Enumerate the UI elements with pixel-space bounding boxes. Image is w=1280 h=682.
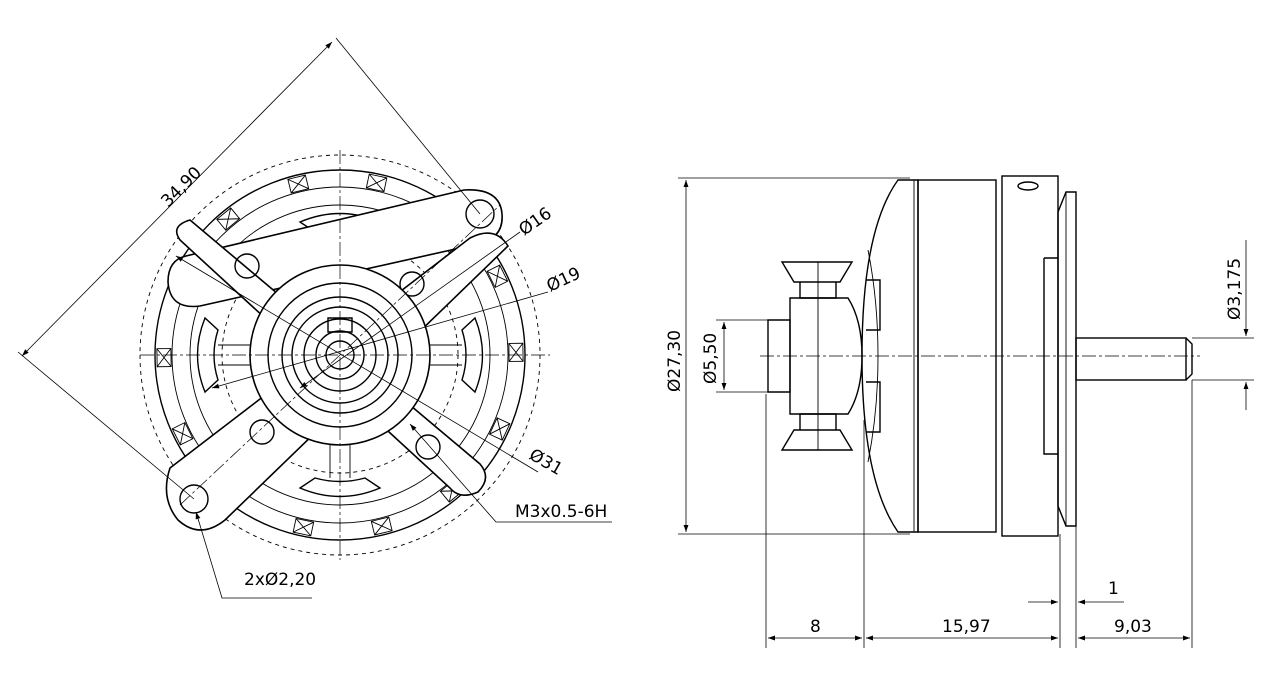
bolt-hole-3 [249, 419, 275, 445]
motor-shaft [1075, 337, 1187, 381]
len-body-label: 15,97 [942, 617, 991, 637]
front-view: 34,90 Ø16 Ø19 Ø31 M3x0.5-6H 2xØ2,20 [17, 37, 612, 599]
dia-small-label: Ø16 [515, 204, 555, 240]
dia-large-label: Ø31 [526, 445, 566, 480]
magnet-slot [156, 348, 172, 368]
overall-dia-label: Ø27,30 [665, 330, 685, 392]
mount-plate [1057, 191, 1077, 527]
bolt-hole-2 [399, 271, 425, 297]
side-view: Ø27,30 Ø5,50 Ø3,175 8 15,97 9,03 1 [665, 175, 1254, 648]
shaft-dia-label: Ø3,175 [1225, 258, 1245, 320]
dia-mid-label: Ø19 [544, 264, 584, 297]
prop-dia-label: Ø5,50 [701, 333, 721, 384]
thread-label: M3x0.5-6H [515, 502, 607, 522]
magnet-slot [486, 264, 509, 289]
bolt-hole-4 [415, 434, 441, 460]
magnet-slot [216, 207, 241, 231]
mount-hole-top-right [465, 199, 495, 229]
len-shaft-label: 9,03 [1114, 617, 1152, 637]
magnet-slot [370, 516, 393, 536]
magnet-slot [171, 421, 194, 446]
len-prop-label: 8 [810, 617, 821, 637]
magnet-slot [292, 517, 315, 537]
magnet-slot [488, 417, 511, 441]
span-dimension: 34,90 [157, 163, 206, 212]
mount-hole-bottom-left [179, 484, 209, 514]
magnet-slot [508, 342, 524, 362]
prop-adapter-bottom-nut [780, 413, 854, 451]
prop-adapter-top-nut [780, 261, 854, 299]
len-flange-label: 1 [1108, 579, 1119, 599]
magnet-slot [365, 173, 388, 193]
holes-label: 2xØ2,20 [244, 570, 316, 590]
